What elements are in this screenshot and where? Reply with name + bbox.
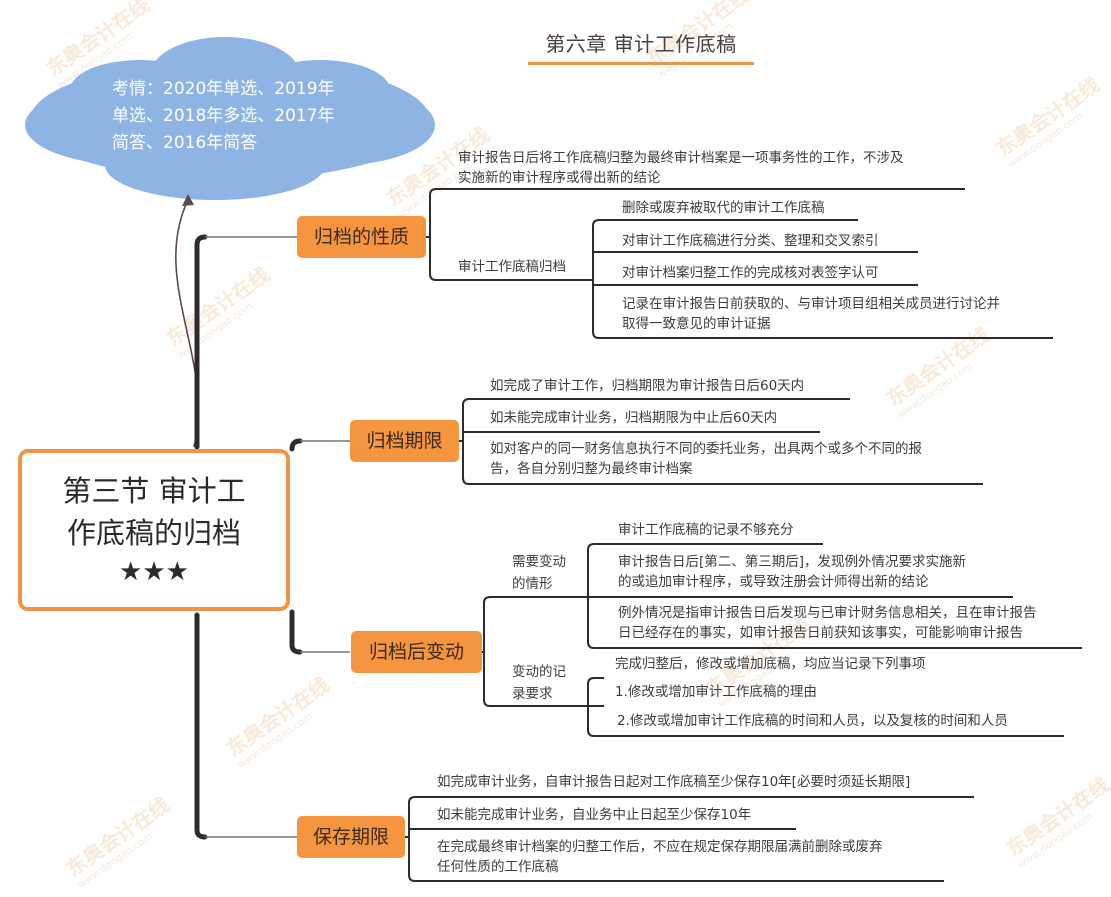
leaf-node[interactable]: 对审计工作底稿进行分类、整理和交叉索引 bbox=[622, 233, 879, 249]
leaf-node[interactable]: 删除或废弃被取代的审计工作底稿 bbox=[622, 200, 825, 216]
branch-archive-deadline[interactable]: 归档期限 bbox=[350, 420, 459, 462]
leaf-node[interactable]: 审计报告日后将工作底稿归整为最终审计档案是一项事务性的工作，不涉及 实施新的审计… bbox=[458, 150, 904, 186]
leaf-node[interactable]: 审计报告日后[第二、第三期后]，发现例外情况要求实施新 的或追加审计程序，或导致… bbox=[618, 554, 967, 590]
star-rating-icon: ★★★ bbox=[119, 557, 189, 587]
leaf-node[interactable]: 如对客户的同一财务信息执行不同的委托业务，出具两个或多个不同的报 告，各自分别归… bbox=[490, 441, 922, 477]
chapter-title: 第六章 审计工作底稿 bbox=[545, 32, 737, 56]
branch-archive-nature[interactable]: 归档的性质 bbox=[297, 216, 426, 258]
leaf-node[interactable]: 如未能完成审计业务，自业务中止日起至少保存10年 bbox=[437, 807, 752, 823]
exam-note-line: 单选、2018年多选、2017年 bbox=[112, 106, 335, 126]
leaf-node[interactable]: 如完成了审计工作，归档期限为审计报告日后60天内 bbox=[490, 378, 805, 394]
branch-retention-period[interactable]: 保存期限 bbox=[297, 816, 405, 858]
leaf-node[interactable]: 审计工作底稿的记录不够充分 bbox=[618, 522, 794, 538]
exam-note-line: 简答、2016年简答 bbox=[112, 133, 258, 153]
central-topic[interactable]: 第三节 审计工 作底稿的归档 ★★★ bbox=[18, 449, 290, 611]
central-topic-line: 作底稿的归档 bbox=[66, 516, 241, 550]
sub-branch-change-circumstances[interactable]: 需要变动 的情形 bbox=[512, 554, 566, 592]
leaf-node[interactable]: 在完成最终审计档案的归整工作后，不应在规定保存期限届满前删除或废弃 任何性质的工… bbox=[437, 839, 883, 875]
exam-note: 考情：2020年单选、2019年 单选、2018年多选、2017年 简答、201… bbox=[112, 76, 362, 157]
central-topic-line: 第三节 审计工 bbox=[62, 474, 246, 508]
leaf-node[interactable]: 对审计档案归整工作的完成核对表签字认可 bbox=[622, 265, 879, 281]
exam-note-line: 考情：2020年单选、2019年 bbox=[112, 79, 335, 99]
leaf-node[interactable]: 完成归整后，修改或增加底稿，均应当记录下列事项 bbox=[615, 656, 926, 672]
leaf-node[interactable]: 1.修改或增加审计工作底稿的理由 bbox=[615, 684, 817, 700]
leaf-node[interactable]: 如未能完成审计业务，归档期限为中止后60天内 bbox=[490, 410, 778, 426]
sub-branch-archive-workpapers[interactable]: 审计工作底稿归档 bbox=[458, 259, 566, 275]
sub-branch-change-record-requirements[interactable]: 变动的记 录要求 bbox=[512, 664, 566, 702]
branch-post-archive-changes[interactable]: 归档后变动 bbox=[351, 631, 482, 673]
leaf-node[interactable]: 2.修改或增加审计工作底稿的时间和人员，以及复核的时间和人员 bbox=[617, 713, 1008, 729]
title-underline bbox=[528, 62, 754, 65]
leaf-node[interactable]: 记录在审计报告日前获取的、与审计项目组相关成员进行讨论并 取得一致意见的审计证据 bbox=[622, 296, 1000, 332]
cloud-shape bbox=[25, 37, 435, 200]
leaf-node[interactable]: 如完成审计业务，自审计报告日起对工作底稿至少保存10年[必要时须延长期限] bbox=[437, 774, 911, 790]
leaf-node[interactable]: 例外情况是指审计报告日后发现与已审计财务信息相关，且在审计报告 日已经存在的事实… bbox=[618, 605, 1037, 641]
